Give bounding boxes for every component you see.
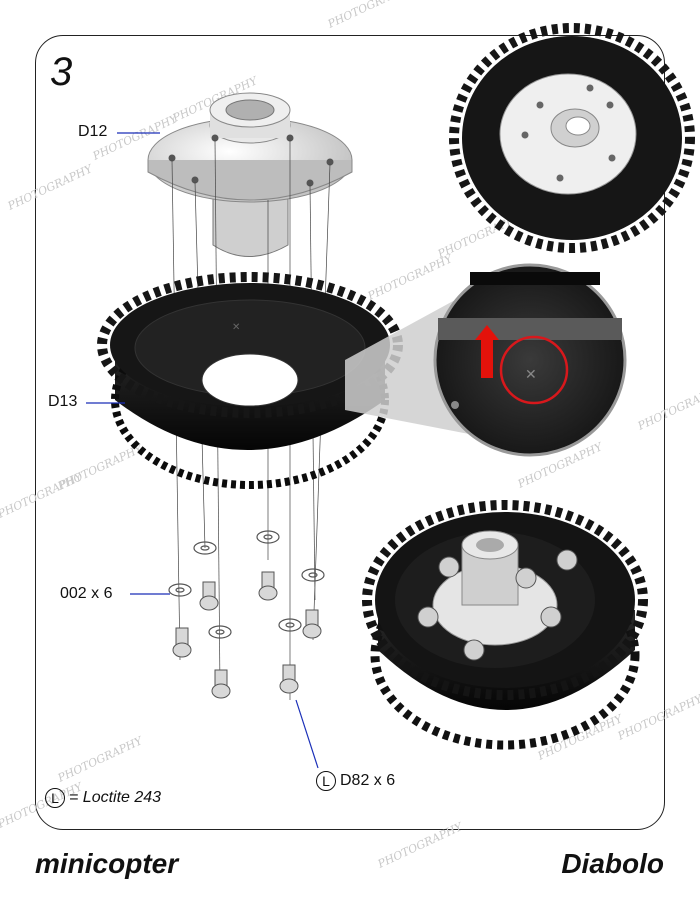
watermark: PHOTOGRAPHY [5, 161, 96, 213]
hub-d12 [147, 92, 353, 257]
loctite-circle-icon: L [45, 788, 65, 808]
label-d12: D12 [78, 123, 108, 140]
watermark: PHOTOGRAPHY [325, 0, 416, 31]
watermark: PHOTOGRAPHY [375, 819, 466, 871]
watermark: PHOTOGRAPHY [55, 441, 146, 493]
svg-text:✕: ✕ [232, 322, 240, 333]
zoom-detail: ✕ [433, 263, 627, 457]
watermark: PHOTOGRAPHY [535, 711, 626, 763]
arrow-up-icon-stem [481, 340, 493, 378]
legend: L = Loctite 243 [45, 788, 161, 808]
label-washer: 002 x 6 [60, 585, 113, 602]
watermark: PHOTOGRAPHY [615, 691, 700, 743]
assembled-gear-bottom-view [362, 500, 648, 750]
brand-diabolo: Diabolo [561, 848, 664, 879]
gear-d13: ✕ [97, 272, 403, 489]
label-screw: L D82 x 6 [316, 771, 395, 791]
highlight-circle-icon [499, 335, 569, 405]
watermark: PHOTOGRAPHY [55, 733, 146, 785]
legend-text: = Loctite 243 [69, 789, 162, 806]
screws [172, 571, 322, 699]
washers [168, 530, 325, 639]
svg-text:✕: ✕ [525, 366, 537, 382]
assembled-gear-top-view [449, 23, 695, 253]
leader-lines [86, 132, 319, 769]
label-d13: D13 [48, 393, 78, 410]
label-screw-text: D82 x 6 [340, 772, 396, 789]
watermark: PHOTOGRAPHY [635, 381, 700, 433]
arrow-up-icon [475, 325, 499, 340]
brand-minicopter: minicopter [35, 848, 179, 879]
loctite-circle-icon: L [316, 771, 336, 791]
step-number: 3 [50, 50, 73, 94]
watermark: PHOTOGRAPHY [365, 251, 456, 303]
